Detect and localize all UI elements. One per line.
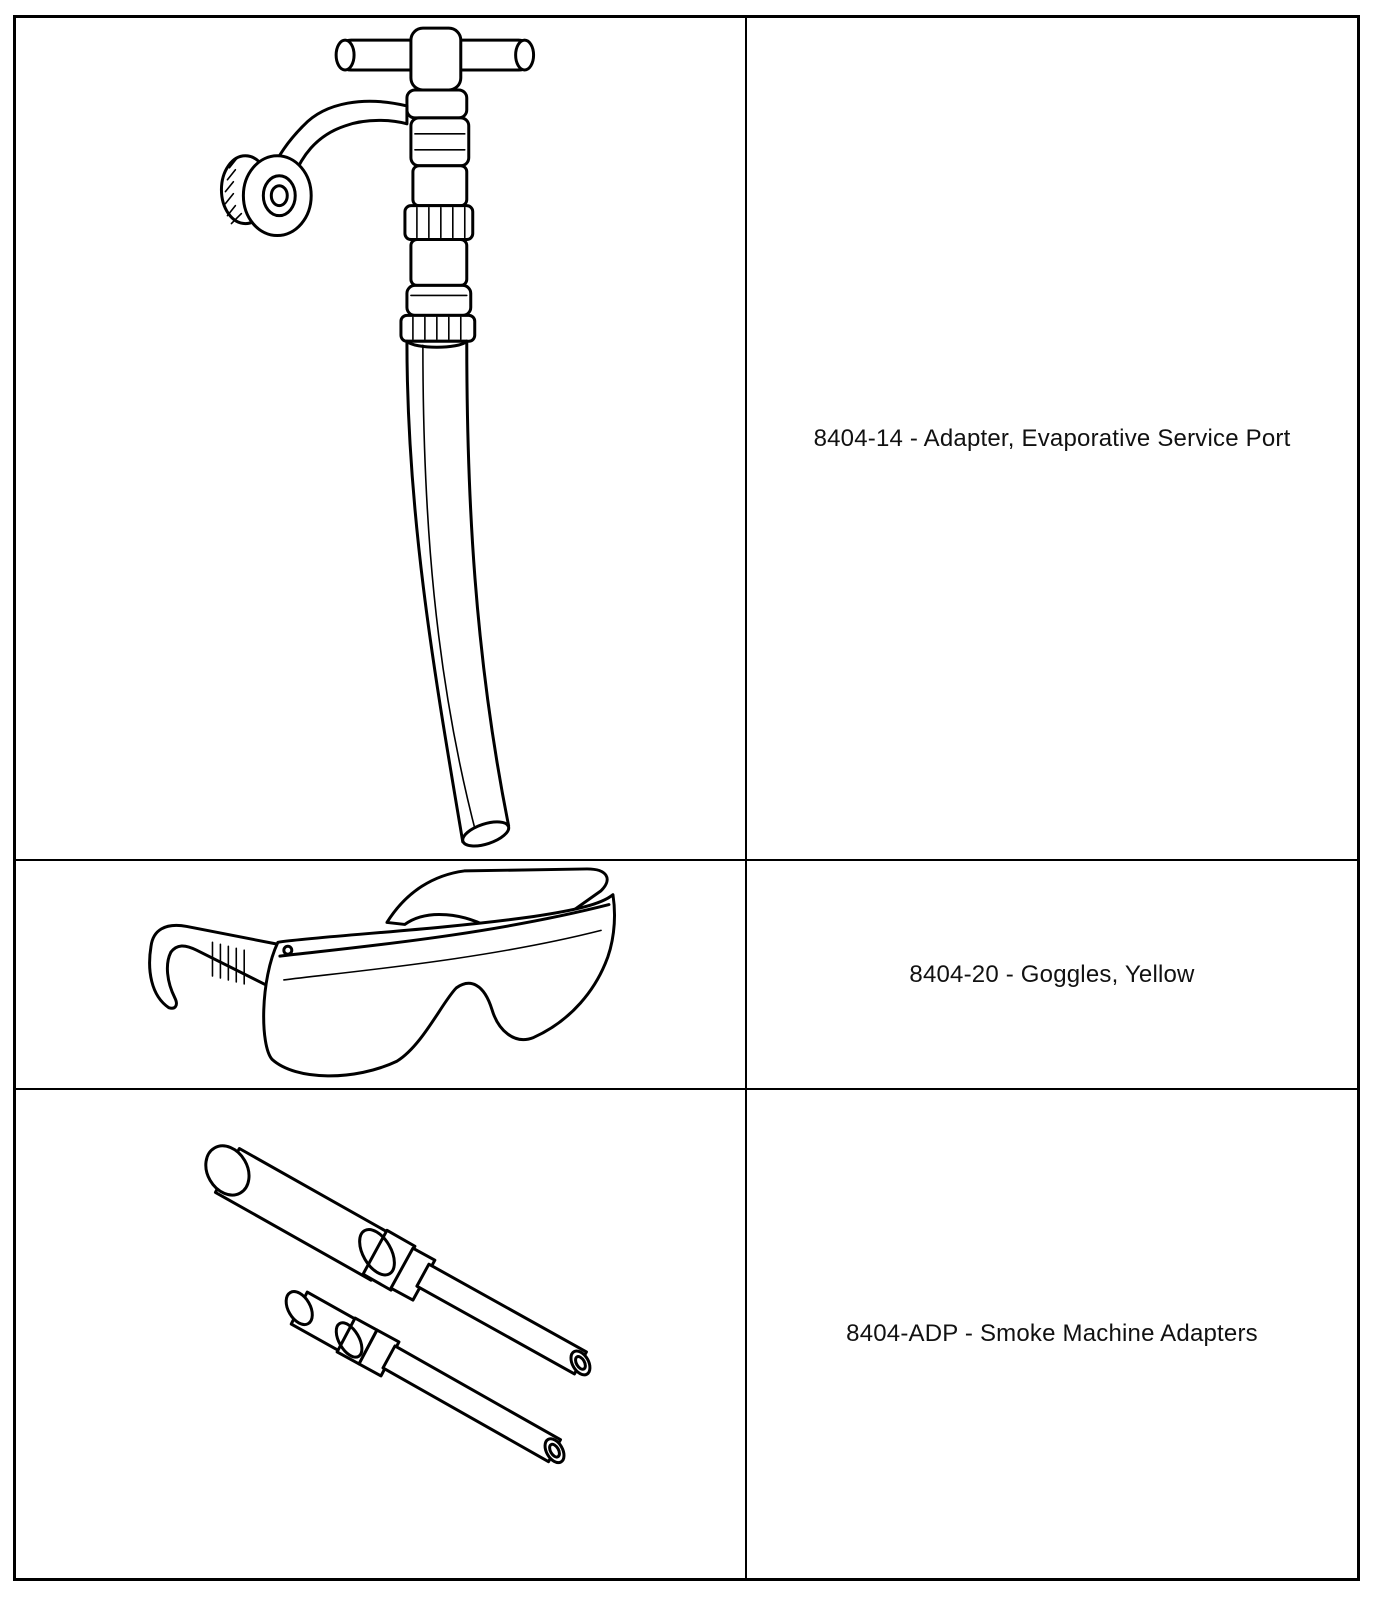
tool-label: 8404-14 - Adapter, Evaporative Service P… [813, 424, 1291, 452]
tool-label: 8404-ADP - Smoke Machine Adapters [846, 1320, 1258, 1347]
safety-goggles-icon [148, 867, 616, 1078]
tool-label-cell: 8404-14 - Adapter, Evaporative Service P… [747, 18, 1357, 859]
tool-row: 8404-20 - Goggles, Yellow [16, 861, 1357, 1090]
tool-image-cell [16, 861, 747, 1088]
smoke-machine-adapters-icon [204, 1144, 592, 1465]
tool-row: 8404-14 - Adapter, Evaporative Service P… [16, 18, 1357, 861]
tool-label-cell: 8404-20 - Goggles, Yellow [747, 861, 1357, 1088]
tool-label-cell: 8404-ADP - Smoke Machine Adapters [747, 1090, 1357, 1578]
tool-label: 8404-20 - Goggles, Yellow [909, 960, 1195, 988]
tool-row: 8404-ADP - Smoke Machine Adapters [16, 1090, 1357, 1578]
tool-table: 8404-14 - Adapter, Evaporative Service P… [13, 15, 1360, 1581]
tool-image-cell [16, 1090, 747, 1578]
tool-image-cell [16, 18, 747, 859]
evap-service-port-adapter-icon [219, 26, 536, 848]
